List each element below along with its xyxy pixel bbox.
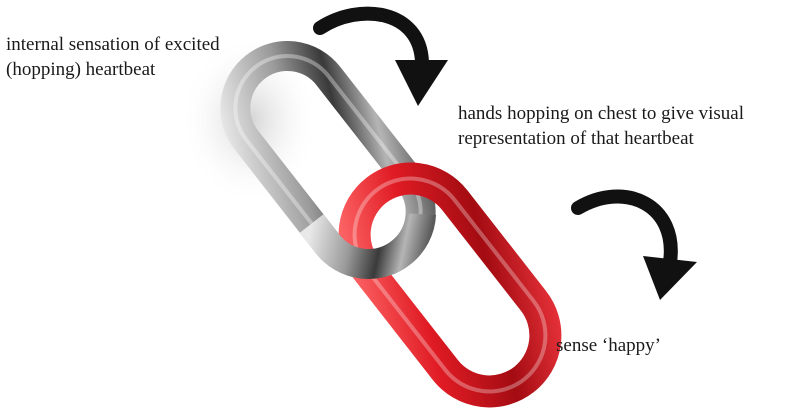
red-link: [332, 156, 568, 413]
label-internal-sensation: internal sensation of excited (hopping) …: [6, 32, 220, 82]
label-internal-line1: internal sensation of excited: [6, 32, 220, 57]
label-result-line1: sense ‘happy’: [556, 333, 661, 358]
label-hands-line1: hands hopping on chest to give visual: [458, 101, 744, 126]
label-hands-line2: representation of that heartbeat: [458, 126, 744, 151]
label-internal-line2: (hopping) heartbeat: [6, 57, 220, 82]
label-sense-happy: sense ‘happy’: [556, 333, 661, 358]
curved-arrow-bottom-icon: [578, 196, 697, 300]
label-hands-hopping: hands hopping on chest to give visual re…: [458, 101, 744, 151]
